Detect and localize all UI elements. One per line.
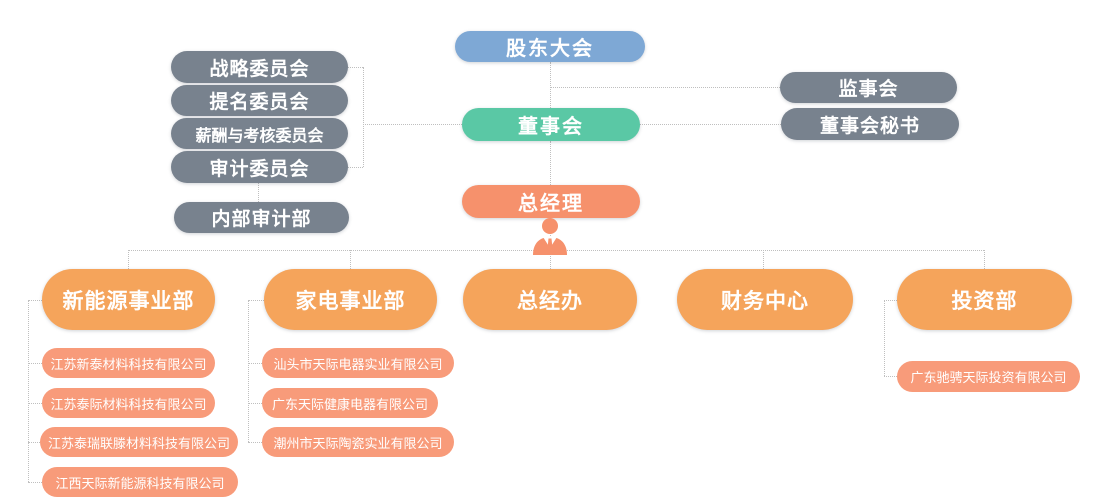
connector-appliance-sub1: [248, 363, 262, 364]
node-subsidiary: 潮州市天际陶瓷实业有限公司: [262, 427, 454, 457]
node-audit-committee: 审计委员会: [171, 151, 348, 183]
connector-newenergy-rail: [28, 300, 29, 482]
connector-drop-newenergy: [128, 250, 129, 269]
connector-committees-board: [363, 124, 462, 125]
connector-newenergy-sub1: [28, 363, 42, 364]
node-supervisory-board: 监事会: [780, 72, 957, 103]
connector-appliance-rail: [248, 300, 249, 442]
node-subsidiary: 广东驰骋天际投资有限公司: [897, 361, 1080, 392]
node-dept-new-energy: 新能源事业部: [42, 269, 215, 330]
connector-investment-rail: [884, 300, 885, 376]
connector-shareholders-board: [550, 62, 551, 108]
node-strategy-committee: 战略委员会: [171, 51, 348, 83]
connector-drop-appliance: [350, 250, 351, 269]
connector-gm-trunk: [550, 218, 551, 250]
node-subsidiary: 江苏新泰材料科技有限公司: [42, 348, 215, 378]
node-compensation-committee: 薪酬与考核委员会: [171, 118, 348, 149]
node-dept-finance-center: 财务中心: [677, 269, 853, 330]
node-nomination-committee: 提名委员会: [171, 85, 348, 116]
node-subsidiary: 江西天际新能源科技有限公司: [42, 467, 238, 497]
node-general-manager: 总经理: [462, 185, 640, 218]
node-subsidiary: 江苏泰瑞联滕材料科技有限公司: [40, 427, 238, 457]
connector-newenergy-sub4: [28, 482, 42, 483]
node-board-secretary: 董事会秘书: [781, 108, 959, 140]
node-dept-investment: 投资部: [897, 269, 1072, 330]
connector-supervisory-board: [550, 87, 780, 88]
connector-committee-bracket: [363, 67, 364, 167]
node-board-of-directors: 董事会: [462, 108, 640, 141]
connector-appliance-sub3: [248, 442, 262, 443]
connector-investment-sub1: [884, 376, 897, 377]
node-internal-audit: 内部审计部: [174, 202, 349, 233]
node-subsidiary: 汕头市天际电器实业有限公司: [262, 348, 454, 378]
connector-drop-gmoffice: [550, 252, 551, 269]
connector-audit-stub: [348, 167, 363, 168]
connector-investment-stub: [884, 300, 897, 301]
connector-drop-finance: [763, 250, 764, 269]
connector-newenergy-sub2: [28, 403, 42, 404]
node-dept-home-appliance: 家电事业部: [264, 269, 437, 330]
person-icon: [528, 217, 572, 255]
node-subsidiary: 广东天际健康电器有限公司: [262, 388, 438, 418]
connector-board-secretary: [640, 124, 781, 125]
node-subsidiary: 江苏泰际材料科技有限公司: [42, 388, 215, 418]
node-shareholders-meeting: 股东大会: [455, 31, 645, 62]
connector-audit-internal-audit: [258, 183, 259, 202]
connector-newenergy-stub: [28, 300, 42, 301]
connector-appliance-stub: [248, 300, 264, 301]
connector-strategy-stub: [348, 67, 363, 68]
connector-newenergy-sub3: [28, 442, 40, 443]
connector-board-gm: [550, 141, 551, 185]
connector-drop-investment: [984, 250, 985, 269]
connector-appliance-sub2: [248, 403, 262, 404]
node-dept-gm-office: 总经办: [463, 269, 637, 330]
